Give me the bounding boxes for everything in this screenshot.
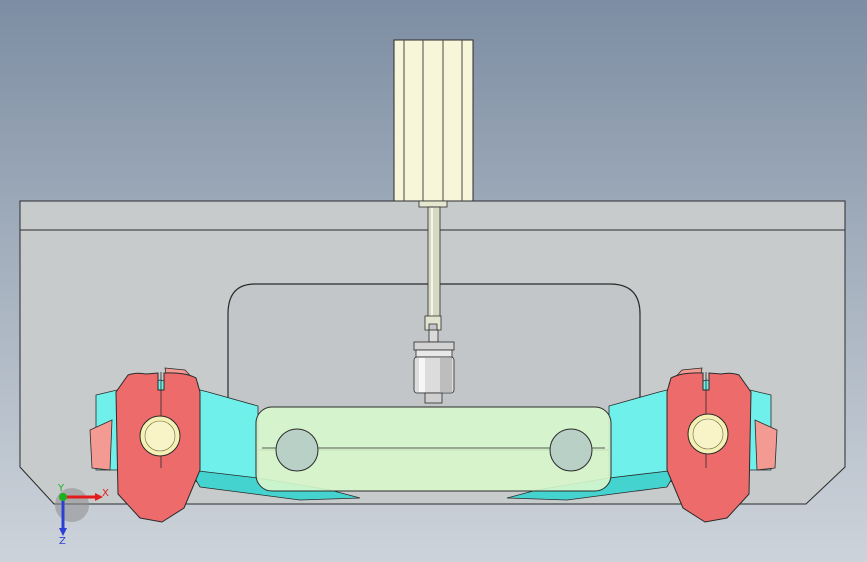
right-jaw-back [754, 419, 778, 471]
coupler-tip [424, 392, 443, 404]
triad-x-label: X [102, 488, 109, 499]
left-jaw-back [89, 419, 113, 471]
triad-origin [59, 493, 67, 501]
coupler-stem [428, 329, 439, 343]
triad-z-arrow [59, 528, 67, 536]
left-jaw-pin-inner [144, 420, 176, 452]
slide-block-hole-left [275, 428, 319, 472]
triad-z-label: Z [59, 536, 66, 547]
cylinder-rod [427, 206, 441, 318]
right-jaw-pin-inner [692, 418, 724, 450]
triad-y-label: Y [57, 483, 65, 494]
slide-block-body [255, 406, 612, 492]
cylinder-body [393, 39, 474, 202]
rod-coupler[interactable] [413, 329, 455, 404]
rod-end-clevis [424, 315, 442, 331]
coupler-nut [415, 349, 453, 358]
air-cylinder[interactable] [393, 39, 474, 331]
cylinder-rod-collar [418, 200, 448, 208]
axis-triad: X Y Z [55, 483, 109, 547]
slide-block[interactable] [255, 406, 612, 492]
coupler-body-highlight [419, 358, 425, 392]
right-gripper[interactable] [506, 367, 778, 523]
triad-x-arrow [95, 493, 103, 501]
slide-block-hole-right [549, 428, 593, 472]
coupler-body-shade [440, 358, 452, 392]
left-gripper[interactable] [89, 367, 361, 523]
coupler-nut [413, 341, 455, 351]
